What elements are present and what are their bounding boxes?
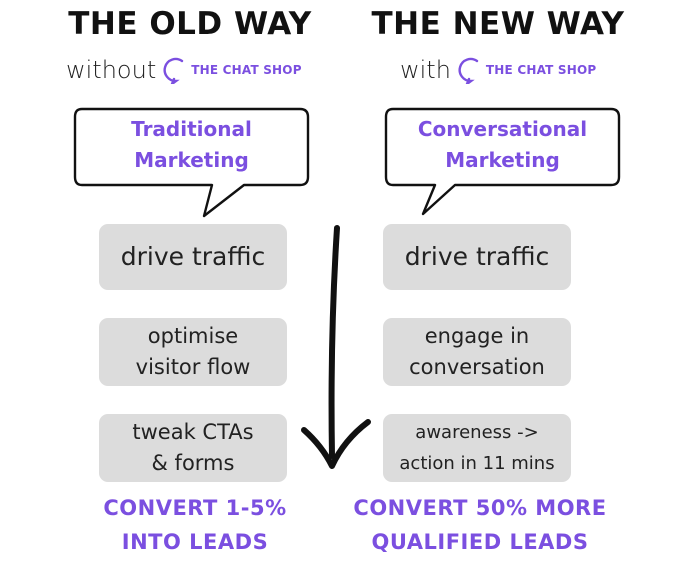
new-step-engage: engage in conversation	[383, 318, 571, 386]
new-step-awareness: awareness -> action in 11 mins	[383, 414, 571, 482]
traditional-marketing-bubble	[73, 107, 310, 218]
old-step-optimise-flow: optimise visitor flow	[99, 318, 287, 386]
old-step-drive-traffic: drive traffic	[99, 224, 287, 290]
without-label: without	[66, 56, 157, 84]
new-step-drive-traffic: drive traffic	[383, 224, 571, 290]
without-brand-line: without THE CHAT SHOP	[66, 56, 302, 84]
with-brand-line: with THE CHAT SHOP	[400, 56, 596, 84]
brand-name: THE CHAT SHOP	[191, 63, 302, 77]
conversational-marketing-label: Conversational Marketing	[417, 117, 588, 172]
new-way-heading: THE NEW WAY	[371, 6, 625, 42]
new-way-result: CONVERT 50% MORE QUALIFIED LEADS	[353, 496, 607, 554]
conversational-marketing-bubble	[384, 107, 621, 216]
down-arrow-icon	[301, 225, 371, 469]
old-step-tweak-ctas: tweak CTAs & forms	[99, 414, 287, 482]
old-way-result: CONVERT 1-5% INTO LEADS	[103, 496, 287, 554]
with-label: with	[400, 56, 451, 84]
traditional-marketing-label: Traditional Marketing	[131, 117, 252, 172]
chat-bubble-icon	[458, 57, 479, 84]
chat-bubble-icon	[163, 57, 184, 84]
brand-name: THE CHAT SHOP	[485, 63, 597, 77]
old-way-heading: THE OLD WAY	[68, 6, 312, 42]
